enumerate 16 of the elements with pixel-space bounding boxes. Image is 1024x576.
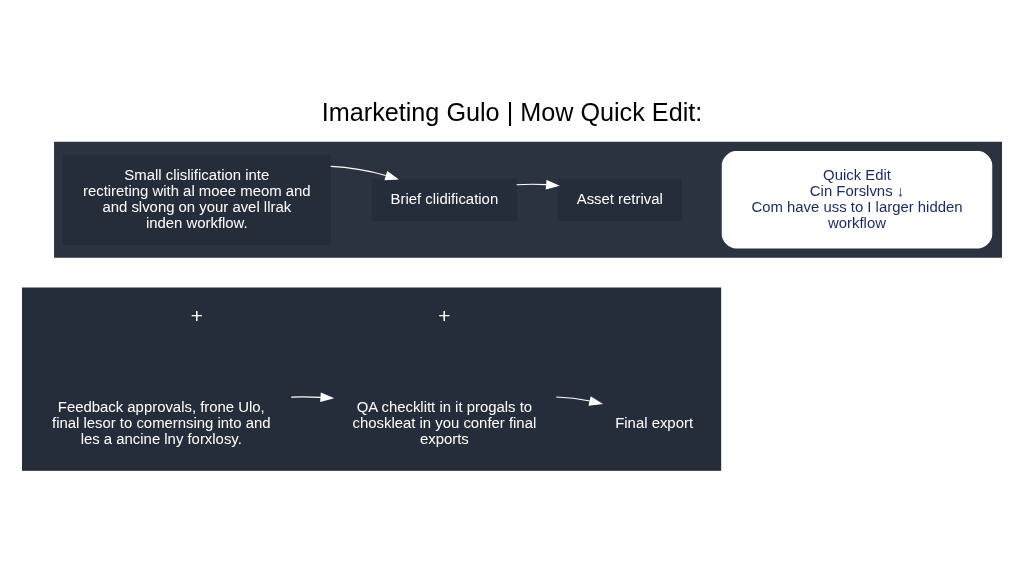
- arrow: [555, 396, 604, 406]
- node-text: Final export: [615, 415, 694, 432]
- arrow: [516, 179, 560, 190]
- node-box: Quick Edit Cin Forslvns ↓ Com have uss to I larger hidden workflow: [721, 151, 993, 249]
- cluster: [22, 287, 722, 471]
- node-box: Brief clidification: [371, 178, 518, 221]
- diagram-title: Imarketing Gulo | Mow Quick Edit:: [321, 98, 703, 127]
- node-text: QA checklitt in it progals to choskleat in you confer final exports: [352, 399, 537, 448]
- node-box: Asset retrival: [557, 178, 682, 221]
- arrow: [290, 392, 335, 403]
- arrow: [330, 165, 399, 181]
- node-box: Small clislification inte rectireting with al moee meom and and slvong on your avel llrak inden workflow.: [62, 154, 331, 245]
- cluster: [54, 141, 1002, 258]
- label: +: [190, 303, 203, 327]
- node-text: Feedback approvals, frone Ulo, final lesor to comernsing into and les a ancine lny forxlosy.: [52, 399, 271, 448]
- label: +: [438, 303, 451, 327]
